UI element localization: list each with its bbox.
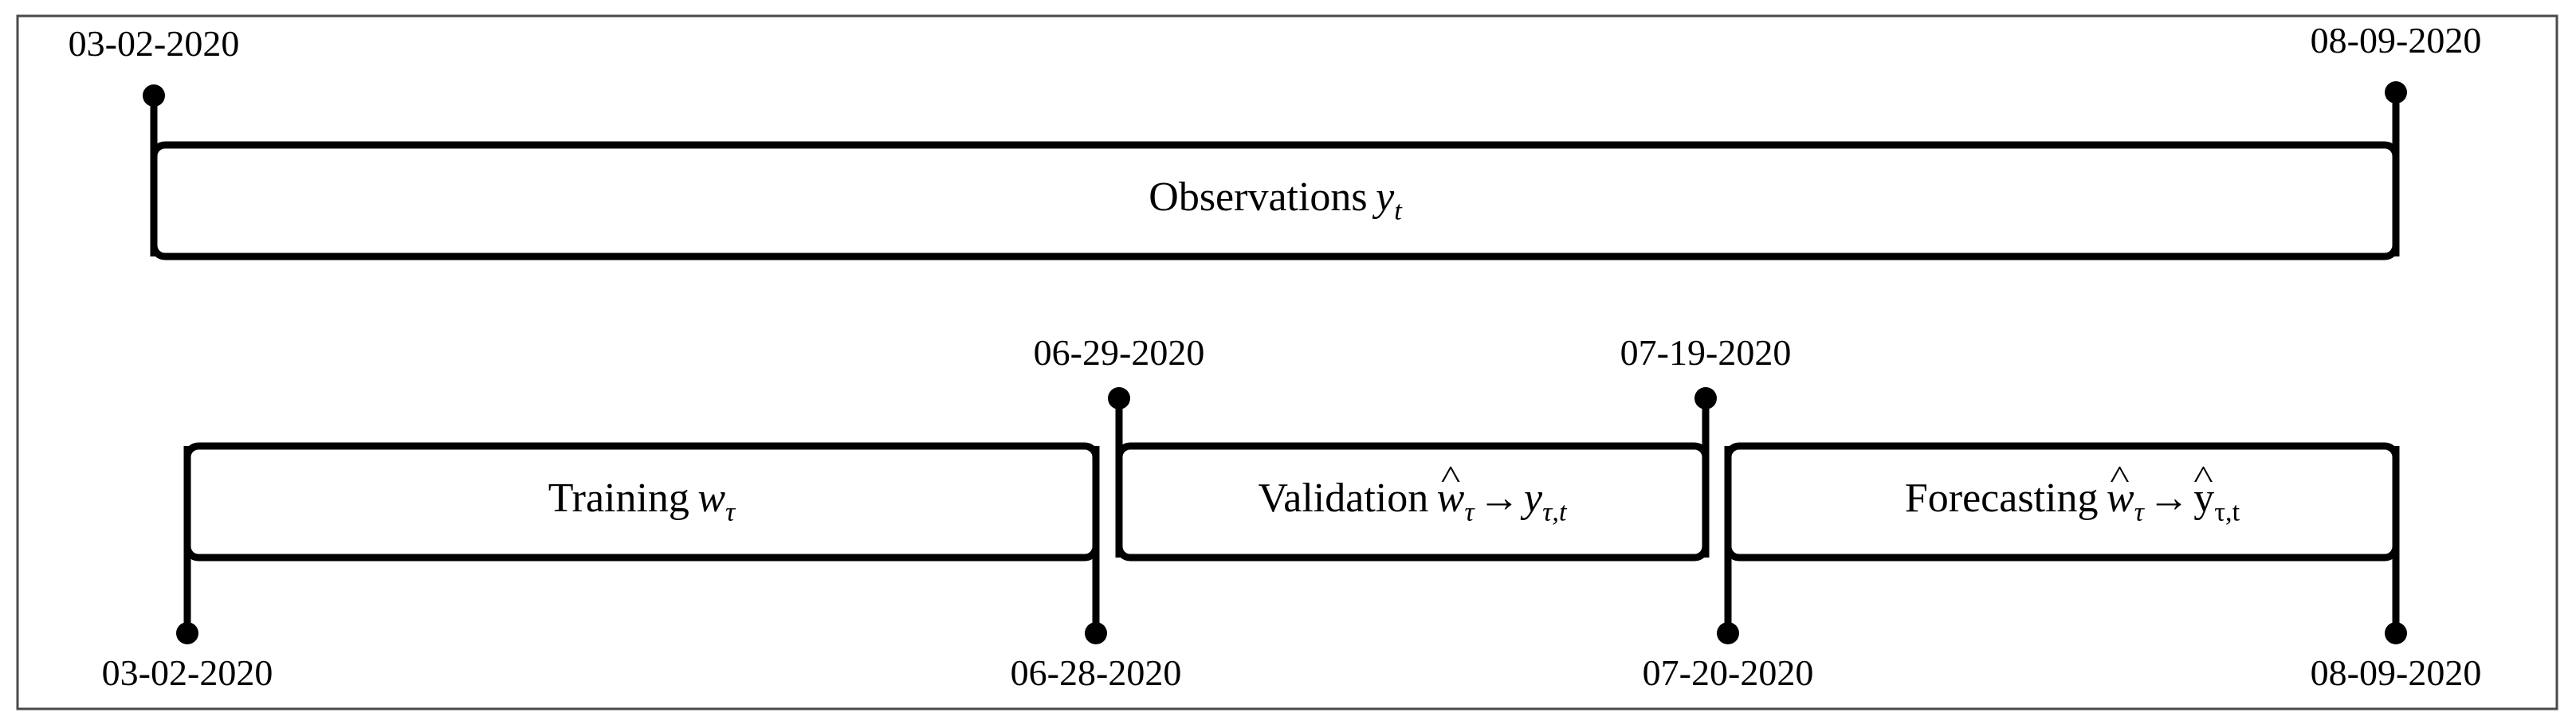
figure-frame-border: [16, 14, 2558, 710]
band-label-forecasting: Forecasting ^wτ→^yτ,t: [1904, 461, 2240, 527]
band-label-forecasting-text: Forecasting: [1904, 476, 2099, 522]
symbol-w-hat-forecasting: ^w: [2106, 461, 2134, 522]
symbol-w-forecasting: w: [2106, 476, 2134, 522]
symbol-y-forecasting-sub: τ,t: [2214, 496, 2240, 527]
band-label-training-text: Training: [548, 476, 689, 522]
date-label-obs-end: 08-09-2020: [2310, 20, 2482, 61]
tick-dot-obs-start: [143, 84, 165, 107]
symbol-w-hat-validation: ^w: [1436, 461, 1465, 522]
tick-dot-valid-start: [1108, 387, 1130, 409]
tick-dot-train-start: [176, 622, 198, 644]
symbol-y-observations: y: [1376, 174, 1395, 221]
symbol-w-validation: w: [1436, 476, 1465, 522]
hat-accent-icon: ^: [2110, 459, 2130, 496]
hat-accent-icon: ^: [1440, 459, 1460, 496]
hat-accent-icon: ^: [2193, 459, 2214, 496]
date-label-valid-end: 07-19-2020: [1620, 332, 1792, 373]
date-label-fore-end: 08-09-2020: [2310, 652, 2482, 693]
tick-dot-fore-start: [1717, 622, 1739, 644]
band-label-validation-text: Validation: [1258, 476, 1429, 522]
date-label-train-start: 03-02-2020: [101, 652, 273, 693]
tick-dot-fore-end: [2385, 622, 2407, 644]
date-label-obs-start: 03-02-2020: [68, 23, 240, 64]
symbol-y-hat-forecasting: ^y: [2193, 461, 2215, 522]
date-label-train-end: 06-28-2020: [1010, 652, 1182, 693]
symbol-y-forecasting: y: [2193, 476, 2215, 522]
arrow-icon-forecasting: →: [2148, 476, 2190, 522]
symbol-w-validation-sub: τ: [1464, 496, 1475, 527]
tick-dot-train-end: [1085, 622, 1107, 644]
symbol-w-training: w: [697, 476, 726, 522]
symbol-y-observations-sub: t: [1394, 195, 1402, 226]
tick-dot-valid-end: [1694, 387, 1717, 409]
band-label-observations-text: Observations: [1149, 174, 1368, 221]
band-observations: [150, 141, 2400, 260]
symbol-w-forecasting-sub: τ: [2134, 496, 2144, 527]
symbol-y-validation: y: [1524, 476, 1543, 522]
symbol-w-training-sub: τ: [725, 496, 736, 527]
date-label-valid-start: 06-29-2020: [1033, 332, 1205, 373]
symbol-y-validation-sub: τ,t: [1542, 496, 1567, 527]
band-label-validation: Validation ^wτ→yτ,t: [1258, 461, 1567, 527]
tick-dot-obs-end: [2385, 81, 2407, 104]
band-label-training: Training wτ: [548, 478, 736, 526]
date-label-fore-start: 07-20-2020: [1642, 652, 1814, 693]
arrow-icon-validation: →: [1478, 476, 1520, 522]
band-label-observations: Observations yt: [1149, 177, 1401, 225]
